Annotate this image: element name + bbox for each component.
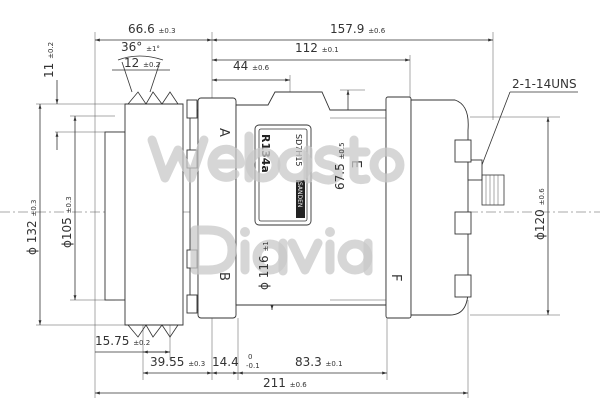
dimensions-d15-75-tol-label: ±0.2 [133, 339, 150, 347]
svg-text:83.3 ±0.1: 83.3 ±0.1 [295, 355, 343, 369]
dimensions-d11-tol-label: ±0.2 [47, 42, 55, 59]
dimensions-d15-75-value-label: 15.75 [95, 334, 129, 348]
rear-flange [385, 96, 412, 319]
svg-text:11 ±0.2: 11 ±0.2 [42, 42, 56, 78]
svg-text:211 ±0.6: 211 ±0.6 [263, 376, 307, 390]
svg-text:44 ±0.6: 44 ±0.6 [233, 59, 270, 73]
dimensions-d39-55-tol-label: ±0.3 [188, 360, 205, 368]
compressor-body: R134a SD7H15 SANDEN A B E F [104, 91, 505, 338]
dimensions-d83-3-tol-label: ±0.1 [326, 360, 343, 368]
dimensions-d83-3-value-label: 83.3 [295, 355, 322, 369]
svg-text:36° ±1°: 36° ±1° [121, 40, 160, 54]
dimension-labels: 66.6 ±0.3 157.9 ±0.6 112 ±0.1 44 ±0.6 36… [25, 22, 577, 390]
port-letter-a: A [216, 128, 231, 137]
dimensions-dia105-tol-label: ±0.3 [65, 196, 73, 213]
dimensions-angle36-value-label: 36° [121, 40, 142, 54]
clutch-hub [104, 131, 126, 301]
dimensions-d14-4-tol-lower-label: -0.1 [246, 362, 260, 370]
port-letter-b: B [216, 272, 231, 281]
svg-text:ϕ 116 ±1: ϕ 116 ±1 [257, 241, 271, 290]
dimensions-dia120-value-label: ϕ120 [533, 209, 547, 240]
svg-text:ϕ105 ±0.3: ϕ105 ±0.3 [60, 196, 74, 248]
brand-label: SANDEN [296, 182, 303, 207]
svg-text:67.5 ±0.5: 67.5 ±0.5 [333, 142, 347, 190]
dimensions-d112-value-label: 112 [295, 41, 318, 55]
thread-fitting [481, 174, 505, 206]
svg-text:15.75 ±0.2: 15.75 ±0.2 [95, 334, 150, 348]
dimensions-dia120-tol-label: ±0.6 [538, 188, 546, 206]
dimensions-d211-tol-label: ±0.6 [290, 381, 308, 389]
dimensions-dia132-tol-label: ±0.3 [30, 200, 38, 217]
dimensions-d112-tol-label: ±0.1 [322, 46, 339, 54]
dimensions-d157-9-value-label: 157.9 [330, 22, 364, 36]
dimensions-dia116-tol-label: ±1 [262, 241, 270, 251]
dimensions-d14-4-tol-upper-label: 0 [248, 353, 252, 361]
svg-text:12 ±0.2: 12 ±0.2 [124, 56, 160, 70]
dimensions-dia116-value-label: ϕ 116 [257, 255, 271, 290]
dimensions-dia105-value-label: ϕ105 [60, 217, 74, 248]
dimensions-dia132-value-label: ϕ 132 [25, 220, 39, 255]
port-letter-f: F [388, 274, 403, 281]
svg-text:157.9 ±0.6: 157.9 ±0.6 [330, 22, 386, 36]
dimensions-angle36-tol-label: ±1° [146, 45, 160, 53]
dimensions-d211-value-label: 211 [263, 376, 286, 390]
dimensions-d12-tol-label: ±0.2 [143, 61, 160, 69]
dimensions-d67-5-value-label: 67.5 [333, 163, 347, 190]
dimensions-d44-tol-label: ±0.6 [252, 64, 270, 72]
watermark-logo [147, 131, 405, 276]
pulley [124, 103, 184, 326]
dimensions-d66-6-tol-label: ±0.3 [159, 27, 176, 35]
svg-text:39.55 ±0.3: 39.55 ±0.3 [150, 355, 205, 369]
service-port [467, 159, 483, 181]
dimensions-d66-6-value-label: 66.6 [128, 22, 155, 36]
svg-text:66.6 ±0.3: 66.6 ±0.3 [128, 22, 176, 36]
dimensions-d67-5-tol-label: ±0.5 [338, 142, 346, 159]
dimensions-d157-9-tol-label: ±0.6 [368, 27, 386, 35]
svg-text:ϕ120 ±0.6: ϕ120 ±0.6 [533, 188, 547, 240]
dimensions-d11-value-label: 11 [42, 63, 56, 78]
svg-text:112 ±0.1: 112 ±0.1 [295, 41, 339, 55]
dimensions-d39-55-value-label: 39.55 [150, 355, 184, 369]
dimensions-d44-value-label: 44 [233, 59, 248, 73]
dimensions-d14-4-value-label: 14.4 [212, 355, 239, 369]
thread-callout: 2-1-14UNS [512, 77, 577, 91]
dimensions-d12-value-label: 12 [124, 56, 139, 70]
svg-text:ϕ 132 ±0.3: ϕ 132 ±0.3 [25, 200, 39, 255]
